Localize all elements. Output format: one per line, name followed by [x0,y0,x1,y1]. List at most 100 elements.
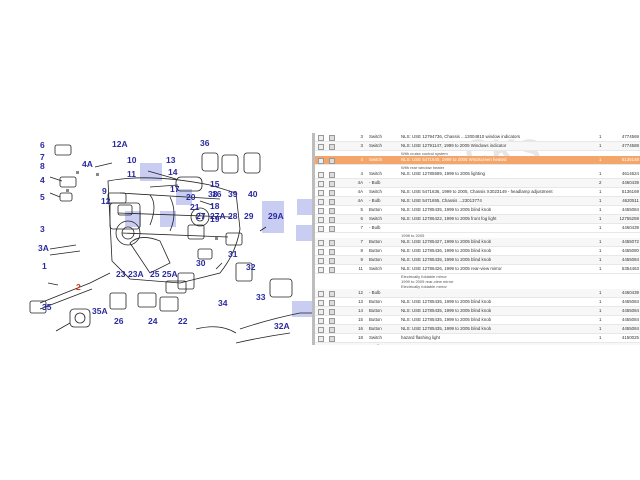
callout-label[interactable]: 34 [218,298,228,308]
table-row[interactable]: Electrically foldable mirror [315,284,640,289]
view-icon[interactable] [318,318,324,324]
pane-divider[interactable] [312,133,315,345]
callout-label[interactable]: 35 [42,302,52,312]
callout-label[interactable]: 17 [170,184,180,194]
cart-icon[interactable] [329,172,335,178]
callout-label[interactable]: 10 [127,155,137,165]
callout-label[interactable]: 5 [40,192,45,202]
parts-diagram[interactable]: 6 7 8 4A 4 5 3 3A 1 35 2 35A 26 23 23A 2… [0,133,312,345]
view-icon[interactable] [318,199,324,205]
cart-icon[interactable] [329,135,335,141]
callout-label[interactable]: 31 [228,249,238,259]
cart-icon[interactable] [329,181,335,187]
callout-label[interactable]: 11 [127,169,136,179]
callout-label[interactable]: 40 [248,189,258,199]
callout-label[interactable]: 19 [210,214,220,224]
callout-label[interactable]: 13 [166,155,176,165]
callout-label[interactable]: 1 [42,261,47,271]
cart-icon[interactable] [329,240,335,246]
view-icon[interactable] [318,190,324,196]
cart-icon[interactable] [329,291,335,297]
callout-label[interactable]: 6 [40,140,45,150]
callout-label[interactable]: 3 [40,224,45,234]
callout-label[interactable]: 28 [228,211,238,221]
cart-icon[interactable] [329,249,335,255]
callout-label[interactable]: 33 [256,292,266,302]
callout-label[interactable]: 8 [40,161,45,171]
callout-label[interactable]: 30 [196,258,206,268]
view-icon[interactable] [318,135,324,141]
view-icon[interactable] [318,172,324,178]
callout-label[interactable]: 4 [40,175,45,185]
callout-label[interactable]: 15 [210,179,220,189]
view-icon[interactable] [318,158,324,164]
table-row[interactable]: 1999 to 2005 rear-view mirror [315,279,640,284]
callout-label[interactable]: 9 [102,186,107,196]
callout-label[interactable]: 29 [244,211,254,221]
view-icon[interactable] [318,240,324,246]
cart-icon[interactable] [329,208,335,214]
view-icon[interactable] [318,249,324,255]
table-row[interactable]: With rear window heater [315,165,640,170]
callout-label[interactable]: 21 [190,202,200,212]
cart-icon[interactable] [329,217,335,223]
callout-label[interactable]: 18 [210,201,220,211]
cart-icon[interactable] [329,158,335,164]
table-row[interactable]: 19- Bulb14114568 [315,343,640,345]
cart-icon[interactable] [329,327,335,333]
callout-label[interactable]: 32A [274,321,290,331]
callout-label[interactable]: 24 [148,316,158,326]
view-icon[interactable] [318,309,324,315]
table-row[interactable]: 1998 to 2005 [315,233,640,238]
callout-label[interactable]: 16 [212,189,222,199]
view-icon[interactable] [318,208,324,214]
table-row[interactable]: Electrically foldable mirror [315,274,640,279]
cart-icon[interactable] [329,336,335,342]
callout-label[interactable]: 29A [268,211,284,221]
view-icon[interactable] [318,336,324,342]
view-icon[interactable] [318,291,324,297]
callout-label[interactable]: 20 [186,192,196,202]
cart-icon[interactable] [329,226,335,232]
callout-label[interactable]: 25 [150,269,160,279]
callout-label[interactable]: 3A [38,243,49,253]
callout-label[interactable]: 23 [116,269,126,279]
callout-label[interactable]: 35A [92,306,108,316]
view-icon[interactable] [318,258,324,264]
cart-icon[interactable] [329,318,335,324]
view-icon[interactable] [318,144,324,150]
callout-label[interactable]: 39 [228,189,238,199]
view-icon[interactable] [318,226,324,232]
cart-icon[interactable] [329,199,335,205]
callout-label[interactable]: 32 [246,262,256,272]
cart-icon[interactable] [329,258,335,264]
callout-label[interactable]: 7 [40,152,45,162]
cart-icon[interactable] [329,144,335,150]
cart-icon[interactable] [329,190,335,196]
callout-label[interactable]: 22 [178,316,188,326]
cart-icon[interactable] [329,300,335,306]
callout-label[interactable]: 14 [168,167,178,177]
view-icon[interactable] [318,217,324,223]
callout-label[interactable]: 27A [210,211,226,221]
view-icon[interactable] [318,267,324,273]
callout-label[interactable]: 4A [82,159,93,169]
callout-label[interactable]: 26 [114,316,124,326]
view-icon[interactable] [318,300,324,306]
view-icon[interactable] [318,327,324,333]
callout-label[interactable]: 23A [128,269,144,279]
